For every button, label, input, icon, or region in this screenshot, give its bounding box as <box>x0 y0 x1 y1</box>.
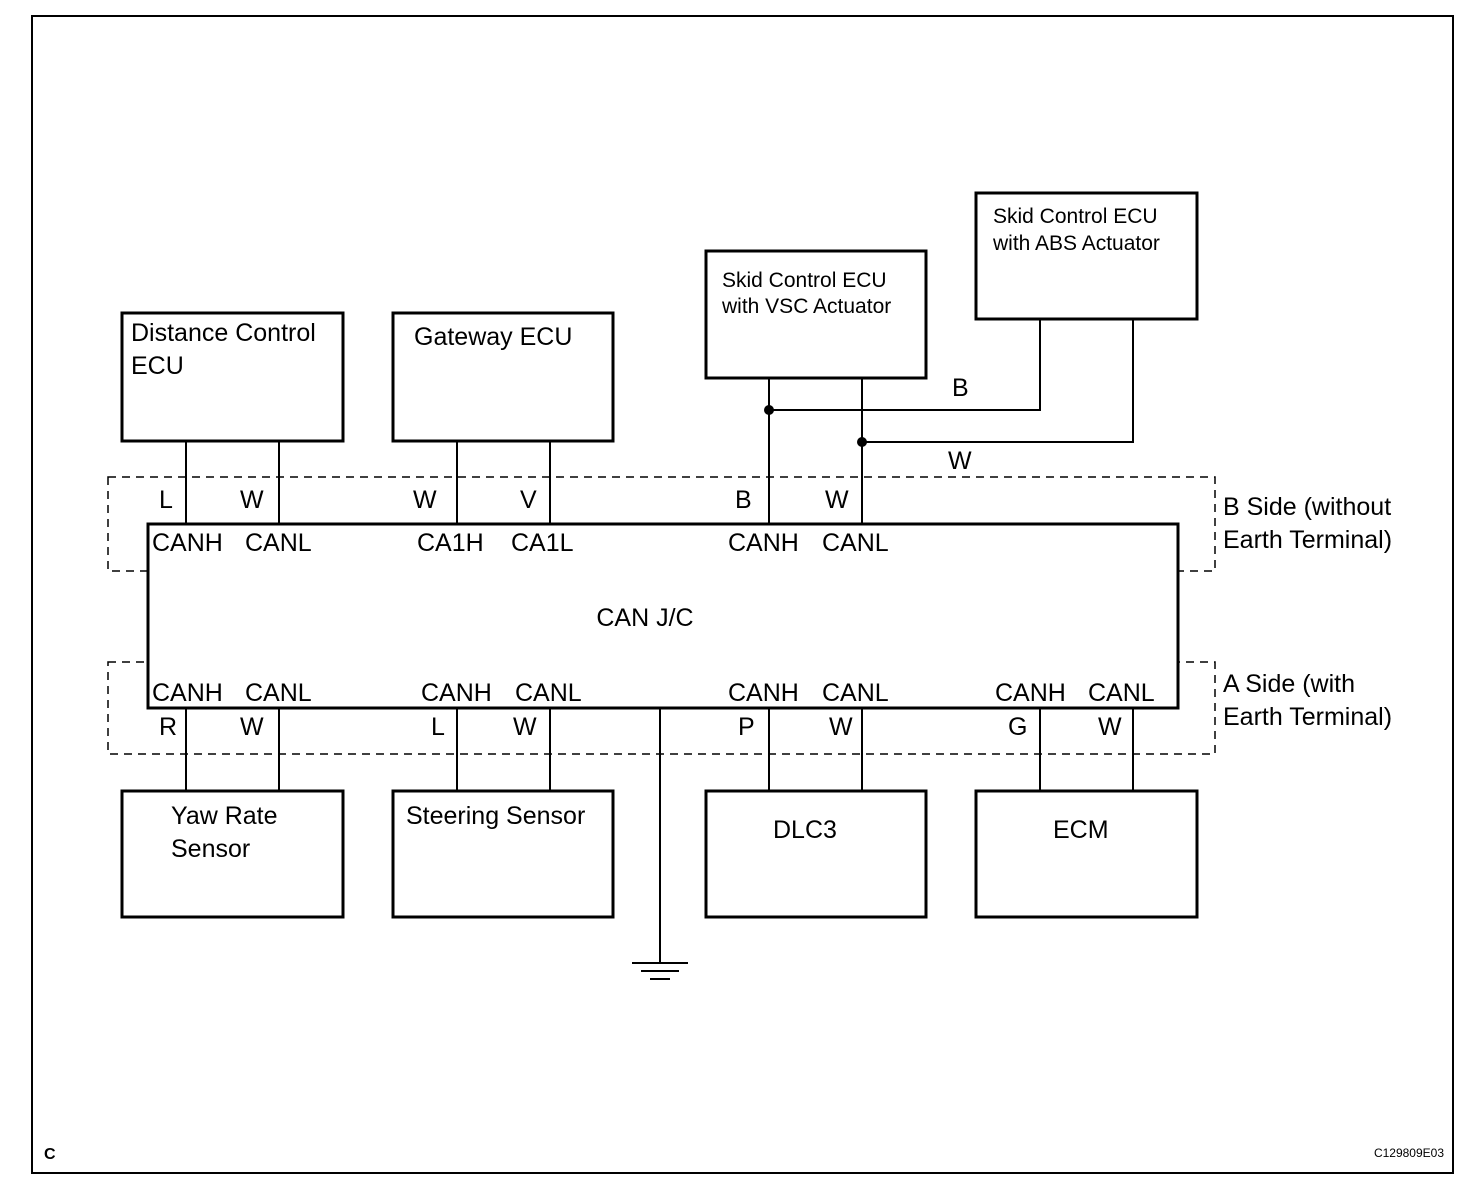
b-pin-5: CANH <box>728 529 799 557</box>
distance-control-ecu-label-2: ECU <box>131 352 184 380</box>
a-wire-color-3: L <box>431 713 445 741</box>
a-side-label-2: Earth Terminal) <box>1223 703 1392 731</box>
b-pin-6: CANL <box>822 529 889 557</box>
skid-control-abs-label-1: Skid Control ECU <box>993 205 1158 228</box>
can-junction-label: CAN J/C <box>596 604 693 632</box>
a-pin-7: CANH <box>995 679 1066 707</box>
b-pin-4: CA1L <box>511 529 574 557</box>
skid-control-abs-label-2: with ABS Actuator <box>992 232 1160 255</box>
b-wire-color-5: B <box>735 486 752 514</box>
wire-abs-canh-branch <box>769 319 1041 411</box>
a-wire-color-8: W <box>1098 713 1122 741</box>
a-wire-color-6: W <box>829 713 853 741</box>
b-pin-1: CANH <box>152 529 223 557</box>
b-pin-2: CANL <box>245 529 312 557</box>
wire-abs-canl-branch <box>862 319 1134 443</box>
a-wire-color-4: W <box>513 713 537 741</box>
a-wire-color-1: R <box>159 713 177 741</box>
figure-frame <box>31 15 1454 1174</box>
b-side-label-2: Earth Terminal) <box>1223 526 1392 554</box>
a-wire-color-2: W <box>240 713 264 741</box>
figure-letter: C <box>44 1146 56 1163</box>
branch-wire-color-w: W <box>948 447 972 475</box>
dlc3-label: DLC3 <box>773 816 837 844</box>
b-wire-color-3: W <box>413 486 437 514</box>
branch-wire-color-b: B <box>952 374 969 402</box>
figure-code: C129809E03 <box>1374 1146 1444 1160</box>
ground-icon <box>632 962 688 980</box>
splice-point-w <box>857 437 867 447</box>
distance-control-ecu-box <box>120 311 345 443</box>
a-wire-color-7: G <box>1008 713 1027 741</box>
a-pin-3: CANH <box>421 679 492 707</box>
a-pin-4: CANL <box>515 679 582 707</box>
yaw-rate-sensor-label-2: Sensor <box>171 835 250 863</box>
gateway-ecu-box <box>391 311 615 443</box>
yaw-rate-sensor-box <box>120 789 345 919</box>
a-pin-6: CANL <box>822 679 889 707</box>
a-pin-8: CANL <box>1088 679 1155 707</box>
b-wire-color-4: V <box>520 486 537 514</box>
ecm-label: ECM <box>1053 816 1109 844</box>
splice-point-b <box>764 405 774 415</box>
b-wire-color-2: W <box>240 486 264 514</box>
dlc3-box <box>704 789 928 919</box>
distance-control-ecu-label-1: Distance Control <box>131 319 316 347</box>
yaw-rate-sensor-label-1: Yaw Rate <box>171 802 278 830</box>
can-junction-box <box>146 522 1180 710</box>
skid-control-vsc-box <box>704 249 928 380</box>
b-pin-3: CA1H <box>417 529 484 557</box>
a-wire-color-5: P <box>738 713 755 741</box>
b-wire-color-1: L <box>159 486 173 514</box>
a-pin-1: CANH <box>152 679 223 707</box>
steering-sensor-box <box>391 789 615 919</box>
steering-sensor-label: Steering Sensor <box>406 802 585 830</box>
b-wire-color-6: W <box>825 486 849 514</box>
b-side-label-1: B Side (without <box>1223 493 1391 521</box>
skid-control-vsc-label-1: Skid Control ECU <box>722 269 887 292</box>
skid-control-vsc-label-2: with VSC Actuator <box>721 295 891 318</box>
a-pin-2: CANL <box>245 679 312 707</box>
gateway-ecu-label: Gateway ECU <box>414 323 572 351</box>
a-side-label-1: A Side (with <box>1223 670 1355 698</box>
a-pin-5: CANH <box>728 679 799 707</box>
ecm-box <box>974 789 1199 919</box>
skid-control-abs-box <box>974 191 1199 321</box>
